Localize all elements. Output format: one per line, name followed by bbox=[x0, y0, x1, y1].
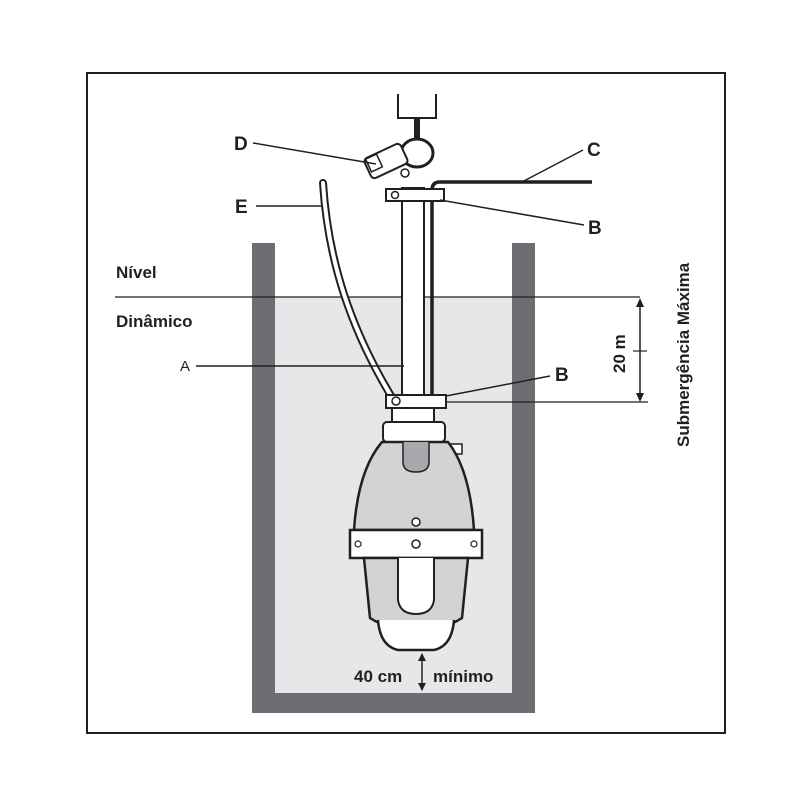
hose-e-inner bbox=[321, 181, 398, 406]
leader-b-bottom bbox=[445, 375, 551, 397]
well-floor bbox=[252, 693, 535, 713]
twenty-m-arrow bbox=[633, 298, 647, 402]
label-minimo: mínimo bbox=[433, 667, 493, 686]
clamp-b-bottom bbox=[385, 394, 447, 409]
connector-d bbox=[363, 137, 435, 180]
label-forty-cm: 40 cm bbox=[354, 667, 402, 686]
discharge-pipe bbox=[401, 187, 425, 429]
label-submergencia: Submergência Máxima bbox=[674, 262, 693, 447]
leader-d bbox=[252, 142, 377, 165]
label-a: A bbox=[180, 358, 190, 375]
label-twenty-m: 20 m bbox=[610, 334, 629, 373]
label-nivel: Nível bbox=[116, 263, 157, 282]
well-wall-left bbox=[252, 243, 275, 713]
label-c: C bbox=[587, 140, 601, 161]
leader-c bbox=[521, 149, 584, 183]
label-d: D bbox=[234, 134, 248, 155]
label-e: E bbox=[235, 197, 248, 218]
leader-b-top bbox=[439, 199, 585, 226]
clamp-b-top bbox=[385, 188, 445, 202]
submersible-pump bbox=[348, 407, 484, 652]
label-dinamico: Dinâmico bbox=[116, 312, 193, 331]
forty-cm-arrow bbox=[418, 653, 426, 691]
label-b-bottom: B bbox=[555, 365, 569, 386]
well-wall-right bbox=[512, 243, 535, 713]
label-b-top: B bbox=[588, 218, 602, 239]
